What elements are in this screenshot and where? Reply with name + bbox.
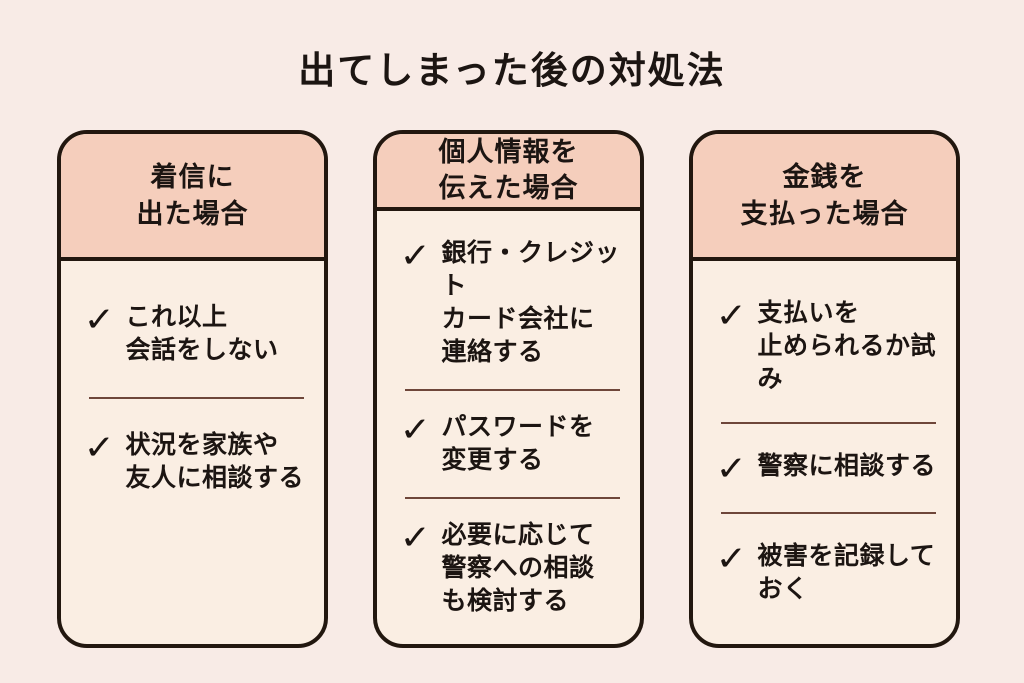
check-icon: ✓: [83, 301, 115, 339]
divider: [721, 422, 936, 424]
card-header: 個人情報を 伝えた場合: [377, 134, 640, 211]
divider: [405, 496, 620, 499]
card-body: ✓ これ以上 会話をしない ✓ 状況を家族や 友人に相談する: [61, 261, 324, 644]
card-call-answered: 着信に 出た場合 ✓ これ以上 会話をしない ✓ 状況を家族や 友人に相談する: [57, 130, 328, 648]
checklist-item: ✓ 銀行・クレジット カード会社に 連絡する: [399, 236, 624, 369]
divider: [89, 397, 304, 399]
card-header: 着信に 出た場合: [61, 134, 324, 261]
check-icon: ✓: [399, 410, 431, 449]
checklist-item: ✓ 支払いを 止められるか試み: [715, 297, 940, 396]
checklist-item-text: これ以上 会話をしない: [125, 303, 279, 364]
check-icon: ✓: [83, 429, 115, 467]
card-body: ✓ 銀行・クレジット カード会社に 連絡する ✓ パスワードを 変更する ✓ 必…: [377, 211, 640, 644]
check-icon: ✓: [715, 540, 747, 578]
checklist-item-text: 必要に応じて 警察への相談 も検討する: [441, 520, 595, 615]
cards-row: 着信に 出た場合 ✓ これ以上 会話をしない ✓ 状況を家族や 友人に相談する …: [57, 130, 960, 648]
checklist-item: ✓ 状況を家族や 友人に相談する: [83, 429, 308, 495]
divider: [721, 512, 936, 514]
checklist-item: ✓ これ以上 会話をしない: [83, 301, 308, 367]
card-body: ✓ 支払いを 止められるか試み ✓ 警察に相談する ✓ 被害を記録して おく: [693, 261, 956, 644]
check-icon: ✓: [715, 450, 747, 488]
check-icon: ✓: [399, 236, 431, 275]
checklist-item-text: 支払いを 止められるか試み: [757, 299, 937, 393]
card-money-paid: 金銭を 支払った場合 ✓ 支払いを 止められるか試み ✓ 警察に相談する ✓ 被…: [689, 130, 960, 648]
checklist-item: ✓ パスワードを 変更する: [399, 410, 624, 477]
checklist-item-text: パスワードを 変更する: [441, 412, 595, 474]
checklist-item: ✓ 必要に応じて 警察への相談 も検討する: [399, 518, 624, 618]
check-icon: ✓: [715, 297, 747, 335]
card-personal-info-shared: 個人情報を 伝えた場合 ✓ 銀行・クレジット カード会社に 連絡する ✓ パスワ…: [373, 130, 644, 648]
card-header: 金銭を 支払った場合: [693, 134, 956, 261]
checklist-item-text: 被害を記録して おく: [757, 542, 936, 603]
checklist-item-text: 銀行・クレジット カード会社に 連絡する: [441, 238, 621, 366]
divider: [405, 388, 620, 391]
checklist-item: ✓ 被害を記録して おく: [715, 540, 940, 606]
checklist-item-text: 状況を家族や 友人に相談する: [125, 431, 305, 492]
checklist-item: ✓ 警察に相談する: [715, 450, 940, 488]
checklist-item-text: 警察に相談する: [757, 452, 937, 480]
page-title: 出てしまった後の対処法: [298, 50, 726, 91]
check-icon: ✓: [399, 518, 431, 557]
